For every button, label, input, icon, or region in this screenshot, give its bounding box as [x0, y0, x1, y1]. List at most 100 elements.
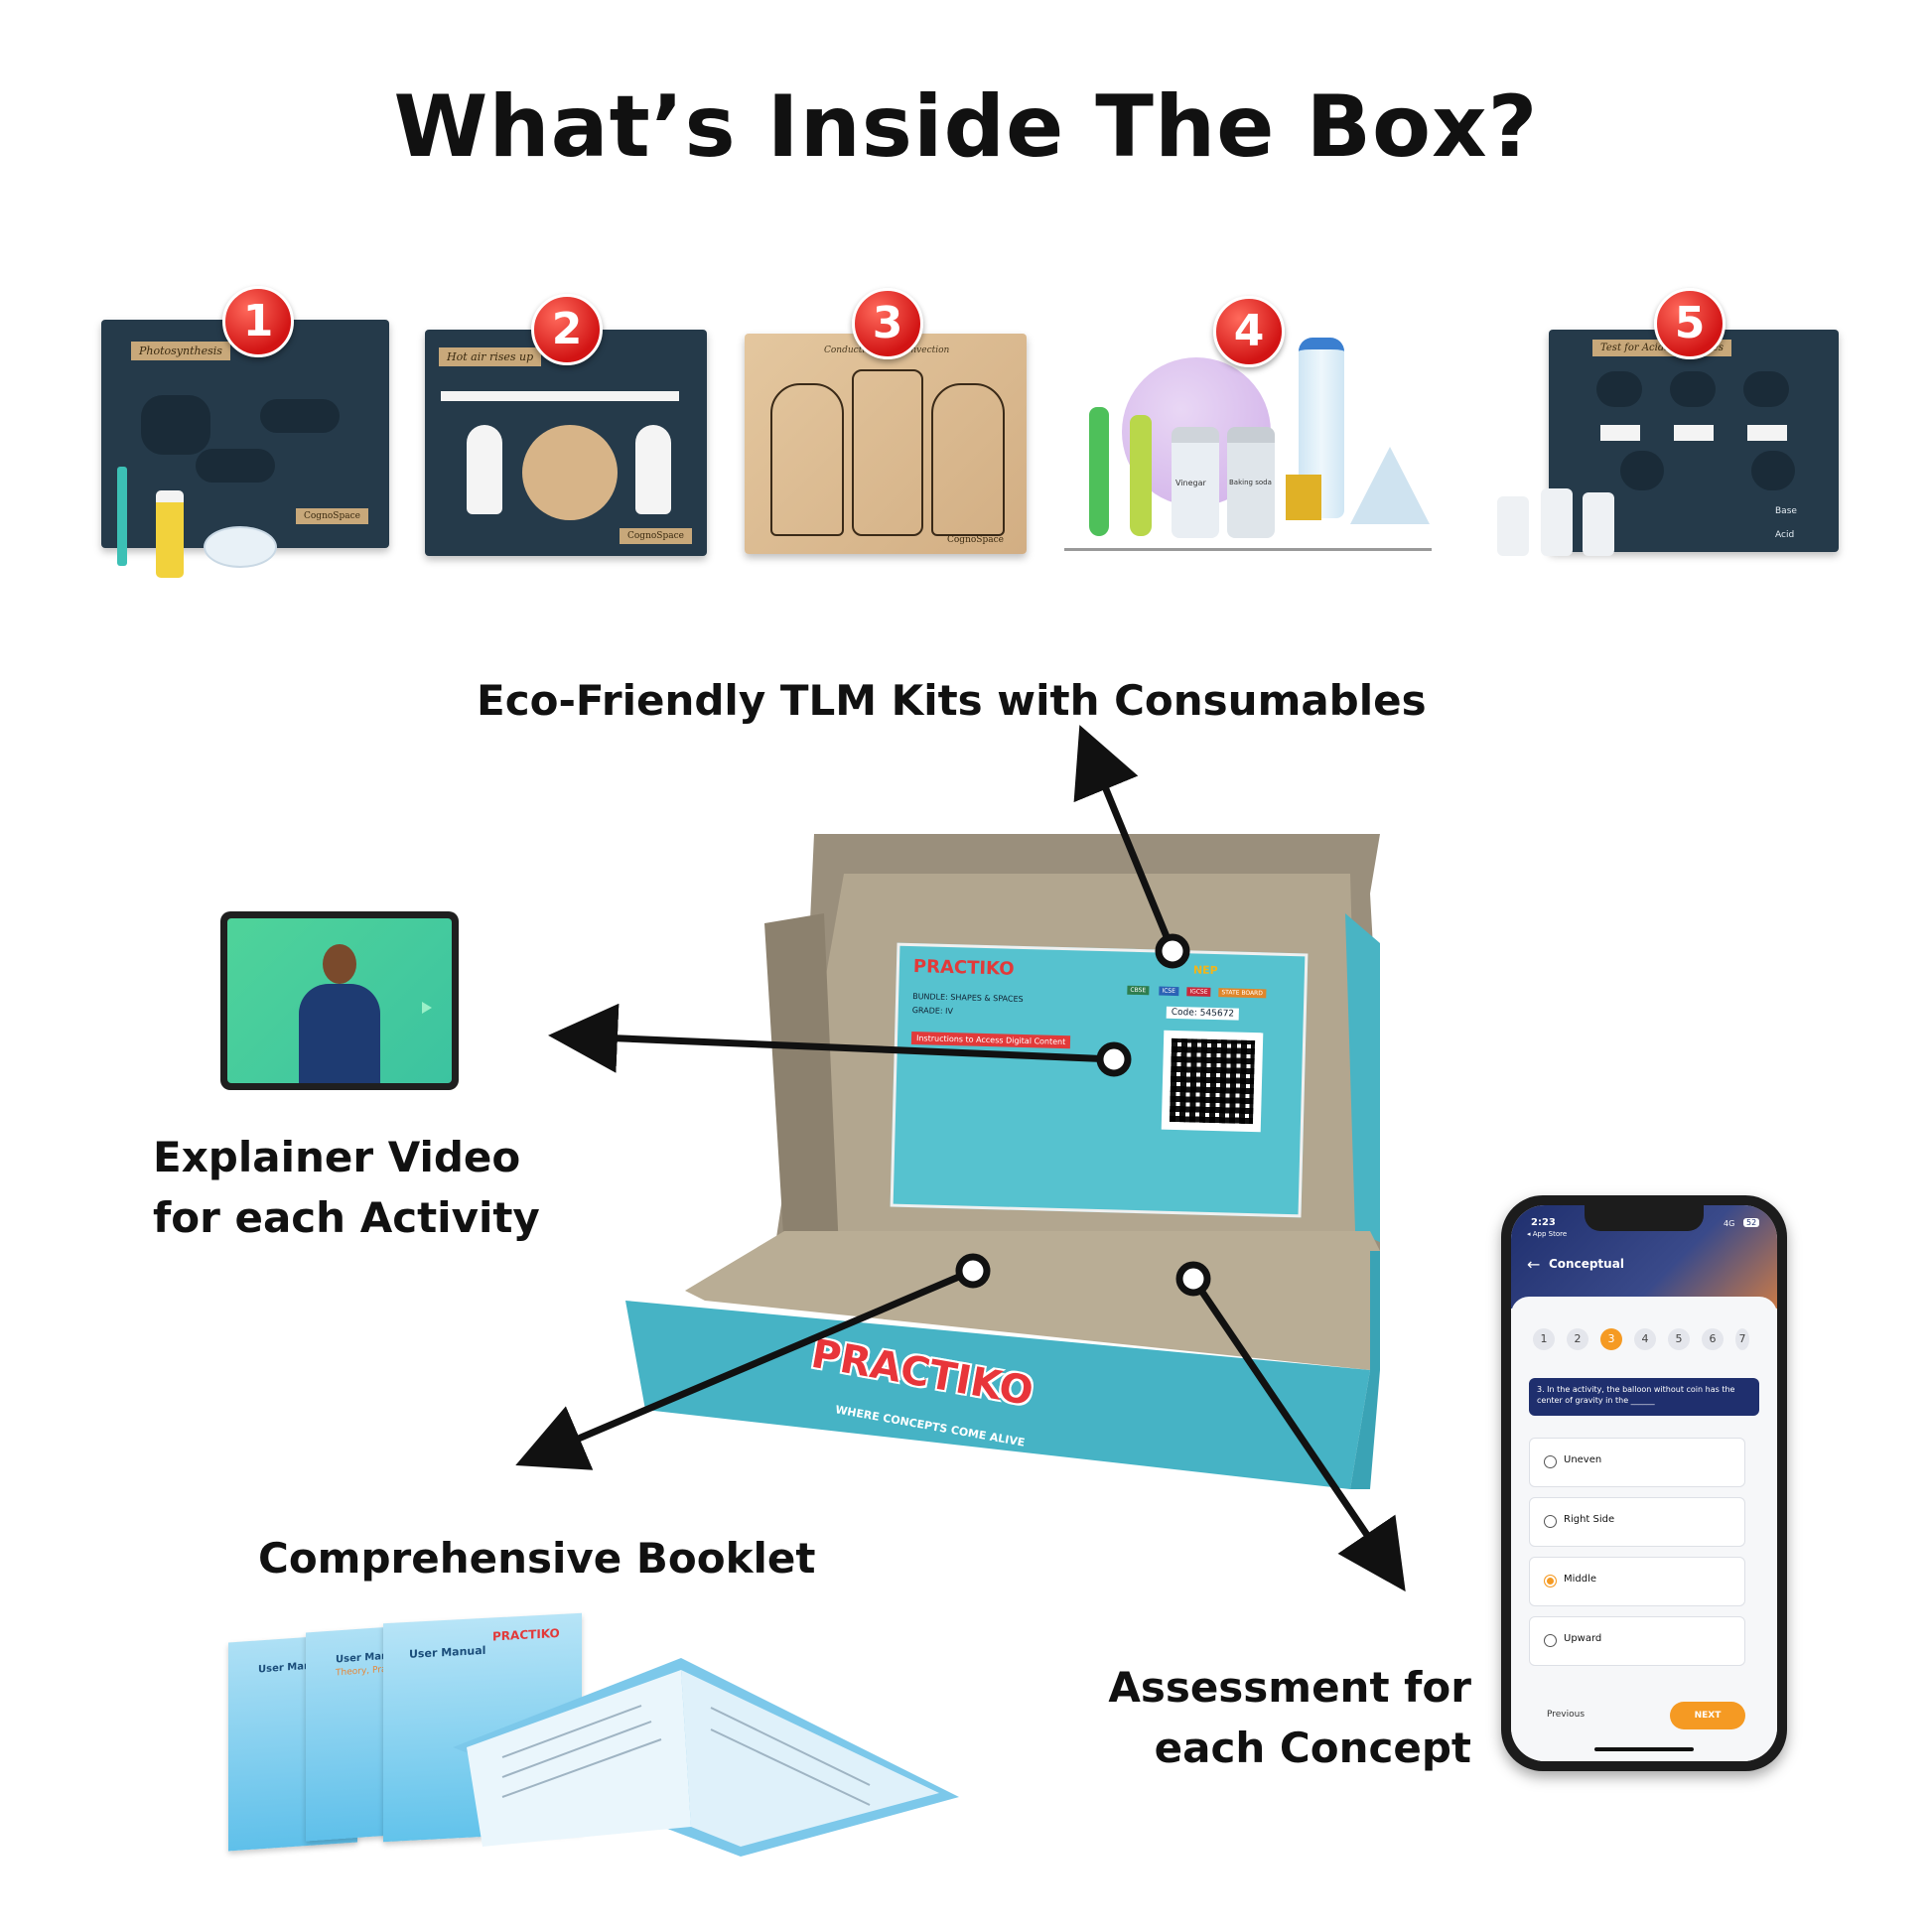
funnel-icon — [1350, 447, 1430, 524]
video-label-line2: for each Activity — [153, 1192, 540, 1242]
play-icon — [422, 1002, 432, 1014]
question-tab[interactable]: 4 — [1634, 1328, 1656, 1350]
qr-code — [1161, 1030, 1264, 1133]
previous-button[interactable]: Previous — [1547, 1710, 1586, 1720]
card-board-cbse: CBSE — [1127, 985, 1150, 996]
option-label: Uneven — [1564, 1454, 1602, 1465]
kit-5-strip — [1674, 425, 1714, 441]
status-time: 2:23 — [1531, 1217, 1556, 1228]
phone-screen: 2:23 ◂ App Store 4G 52 ← Conceptual 1 2 … — [1511, 1205, 1777, 1761]
card-code: Code: 545672 — [1166, 1006, 1240, 1021]
question-tab[interactable]: 7 — [1735, 1328, 1749, 1350]
kit-5-cutout — [1620, 451, 1664, 490]
box-lid-flap — [1345, 913, 1380, 1243]
kit-2-tag: Hot air rises up — [439, 347, 542, 366]
option-middle[interactable]: Middle — [1529, 1557, 1745, 1606]
card-nep: NEP — [1192, 963, 1218, 978]
card-board-igcse: IGCSE — [1186, 987, 1211, 997]
kit-row: Photosynthesis CognoSpace 1 Hot air rise… — [0, 278, 1932, 606]
kit-1-brand: CognoSpace — [296, 508, 368, 524]
status-back-app: ◂ App Store — [1527, 1230, 1568, 1238]
kit-4-base-line — [1064, 548, 1432, 551]
test-tube-icon — [1089, 407, 1109, 536]
vinegar-label: Vinegar — [1175, 479, 1206, 487]
kit-2-bar — [441, 391, 679, 401]
kit-5-cutout — [1743, 371, 1789, 407]
assessment-label: Assessment for each Concept — [1102, 1658, 1471, 1779]
question-tab-active[interactable]: 3 — [1600, 1328, 1622, 1350]
kit-1-cutout — [141, 395, 210, 455]
question-tab[interactable]: 6 — [1702, 1328, 1724, 1350]
kit-1-cutout — [196, 449, 275, 483]
option-label: Upward — [1564, 1633, 1602, 1644]
option-uneven[interactable]: Uneven — [1529, 1438, 1745, 1487]
baking-soda-label: Baking soda — [1229, 479, 1272, 486]
question-tabs: 1 2 3 4 5 6 7 — [1533, 1328, 1771, 1352]
kit-2-brand: CognoSpace — [620, 528, 692, 544]
kit-2-tray: Hot air rises up CognoSpace — [425, 330, 707, 556]
kit-1-badge: 1 — [222, 286, 294, 357]
booklet-stack: User Manual User Manual Theory, Practice… — [224, 1612, 989, 1866]
test-tube-icon — [1130, 415, 1152, 536]
option-right-side[interactable]: Right Side — [1529, 1497, 1745, 1547]
kit-5-cutout — [1751, 451, 1795, 490]
back-arrow-icon[interactable]: ← — [1527, 1255, 1541, 1274]
phone: 2:23 ◂ App Store 4G 52 ← Conceptual 1 2 … — [1501, 1195, 1787, 1771]
screen-title: Conceptual — [1549, 1257, 1624, 1271]
radio-selected-icon — [1544, 1575, 1557, 1587]
home-indicator — [1594, 1747, 1694, 1751]
video-label-line1: Explainer Video — [153, 1133, 521, 1181]
radio-icon — [1544, 1455, 1557, 1468]
booklet-label: Comprehensive Booklet — [258, 1534, 816, 1583]
radio-icon — [1544, 1634, 1557, 1647]
baking-soda-dish-icon — [204, 526, 277, 568]
question-text: 3. In the activity, the balloon without … — [1529, 1378, 1759, 1416]
open-booklet — [453, 1658, 959, 1857]
bottle-icon — [1583, 492, 1614, 556]
video-label: Explainer Video for each Activity — [153, 1128, 540, 1249]
kit-3-board: Conduction and Convection CognoSpace — [745, 334, 1027, 554]
syringe-icon — [117, 467, 127, 566]
video-tablet — [220, 911, 459, 1090]
kit-3-outline — [770, 383, 844, 536]
kit-3-outline — [931, 383, 1005, 536]
kit-1-cutout — [260, 399, 340, 433]
question-tab[interactable]: 1 — [1533, 1328, 1555, 1350]
kit-5-badge: 5 — [1654, 288, 1725, 359]
practiko-box: PRACTIKO BUNDLE: SHAPES & SPACES GRADE: … — [616, 834, 1380, 1489]
bottle-icon — [1541, 488, 1573, 556]
acid-label: Acid — [1775, 530, 1795, 540]
kit-5-cutout — [1596, 371, 1642, 407]
option-upward[interactable]: Upward — [1529, 1616, 1745, 1666]
option-label: Middle — [1564, 1574, 1597, 1585]
kit-3-outline — [852, 369, 923, 536]
question-tab[interactable]: 5 — [1668, 1328, 1690, 1350]
status-battery: 52 — [1743, 1218, 1760, 1227]
kit-2-paddle — [635, 425, 671, 514]
base-label: Base — [1775, 506, 1797, 516]
assessment-label-line2: each Concept — [1154, 1723, 1471, 1772]
kit-2-paddle — [467, 425, 502, 514]
kit-3-badge: 3 — [852, 288, 923, 359]
page-title: What’s Inside The Box? — [393, 77, 1539, 177]
question-tab[interactable]: 2 — [1567, 1328, 1588, 1350]
matchbox-icon — [1286, 475, 1321, 520]
kit-4-badge: 4 — [1213, 296, 1285, 367]
kit-5-cutout — [1670, 371, 1716, 407]
bottle-icon — [1497, 496, 1529, 556]
tlm-kits-label: Eco-Friendly TLM Kits with Consumables — [477, 676, 1427, 725]
card-instructions: Instructions to Access Digital Content — [910, 1032, 1071, 1049]
presenter-body — [299, 984, 380, 1083]
status-network: 4G — [1724, 1219, 1735, 1228]
card-grade: GRADE: IV — [911, 1006, 954, 1017]
liquid-bottle-icon — [156, 490, 184, 578]
option-label: Right Side — [1564, 1514, 1615, 1525]
card-logo: PRACTIKO — [912, 956, 1015, 980]
box-left-flap — [764, 913, 839, 1251]
assessment-label-line1: Assessment for — [1108, 1663, 1471, 1712]
phone-notch — [1585, 1205, 1704, 1231]
kit-5-strip — [1747, 425, 1787, 441]
video-screen — [227, 918, 452, 1083]
kit-3-brand: CognoSpace — [947, 535, 1004, 545]
next-button[interactable]: NEXT — [1670, 1702, 1745, 1729]
